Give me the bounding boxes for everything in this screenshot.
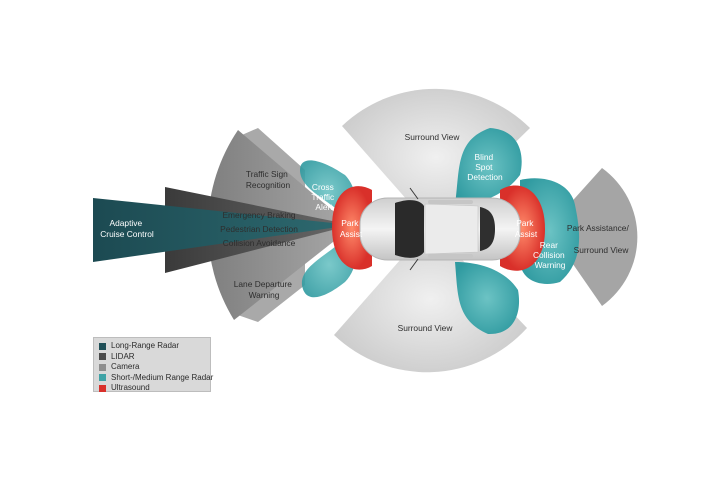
- label-park-assistance-surround-view: Park Assistance/ Surround View: [567, 223, 631, 255]
- label-traffic-sign-recognition: Traffic Sign Recognition: [246, 169, 291, 190]
- long-range-radar-cone: [93, 198, 352, 262]
- label-collision-avoidance: Collision Avoidance: [223, 238, 296, 248]
- legend-swatch: [99, 374, 106, 381]
- legend-label: LIDAR: [111, 351, 135, 361]
- label-cross-traffic-alert: Cross Traffic Alert: [311, 182, 336, 212]
- front-ultrasound-zone: [332, 186, 372, 270]
- legend-swatch: [99, 353, 106, 360]
- legend-label: Ultrasound: [111, 383, 150, 392]
- label-emergency-braking: Emergency Braking: [222, 210, 295, 220]
- legend-swatch: [99, 363, 106, 371]
- label-lane-departure-warning: Lane Departure Warning: [234, 279, 295, 300]
- surround-view-top-sector: [342, 88, 530, 226]
- legend-label: Long-Range Radar: [111, 341, 180, 350]
- label-surround-view-bottom: Surround View: [398, 323, 454, 333]
- label-rear-collision-warning: Rear Collision Warning: [533, 240, 567, 270]
- label-blind-spot-detection: Blind Spot Detection: [467, 152, 503, 182]
- legend-label: Short-/Medium Range Radar: [111, 372, 214, 382]
- legend-swatch: [99, 384, 106, 392]
- legend-item-lidar: LIDAR: [99, 352, 205, 362]
- legend-swatch: [99, 342, 106, 350]
- sensor-legend: Long-Range Radar LIDAR Camera Short-/Med…: [93, 337, 213, 393]
- blind-spot-lobe-top: [455, 128, 522, 205]
- label-park-assist-front: Park Assist: [340, 218, 363, 239]
- label-surround-view-top: Surround View: [405, 132, 461, 142]
- blind-spot-lobe-bottom: [455, 262, 520, 335]
- legend-item-long-range-radar: Long-Range Radar: [99, 341, 205, 351]
- rear-camera-sector: [548, 168, 638, 306]
- label-pedestrian-detection: Pedestrian Detection: [220, 224, 298, 234]
- label-park-assist-rear: Park Assist: [515, 218, 538, 239]
- legend-item-ultrasound: Ultrasound: [99, 383, 205, 393]
- surround-view-bottom-sector: [334, 226, 527, 373]
- legend-item-camera: Camera: [99, 362, 205, 372]
- car-top-view: [359, 187, 521, 271]
- legend-item-short-medium-range-radar: Short-/Medium Range Radar: [99, 373, 213, 383]
- legend-label: Camera: [111, 362, 140, 371]
- label-adaptive-cruise-control: Adaptive Cruise Control: [100, 218, 154, 239]
